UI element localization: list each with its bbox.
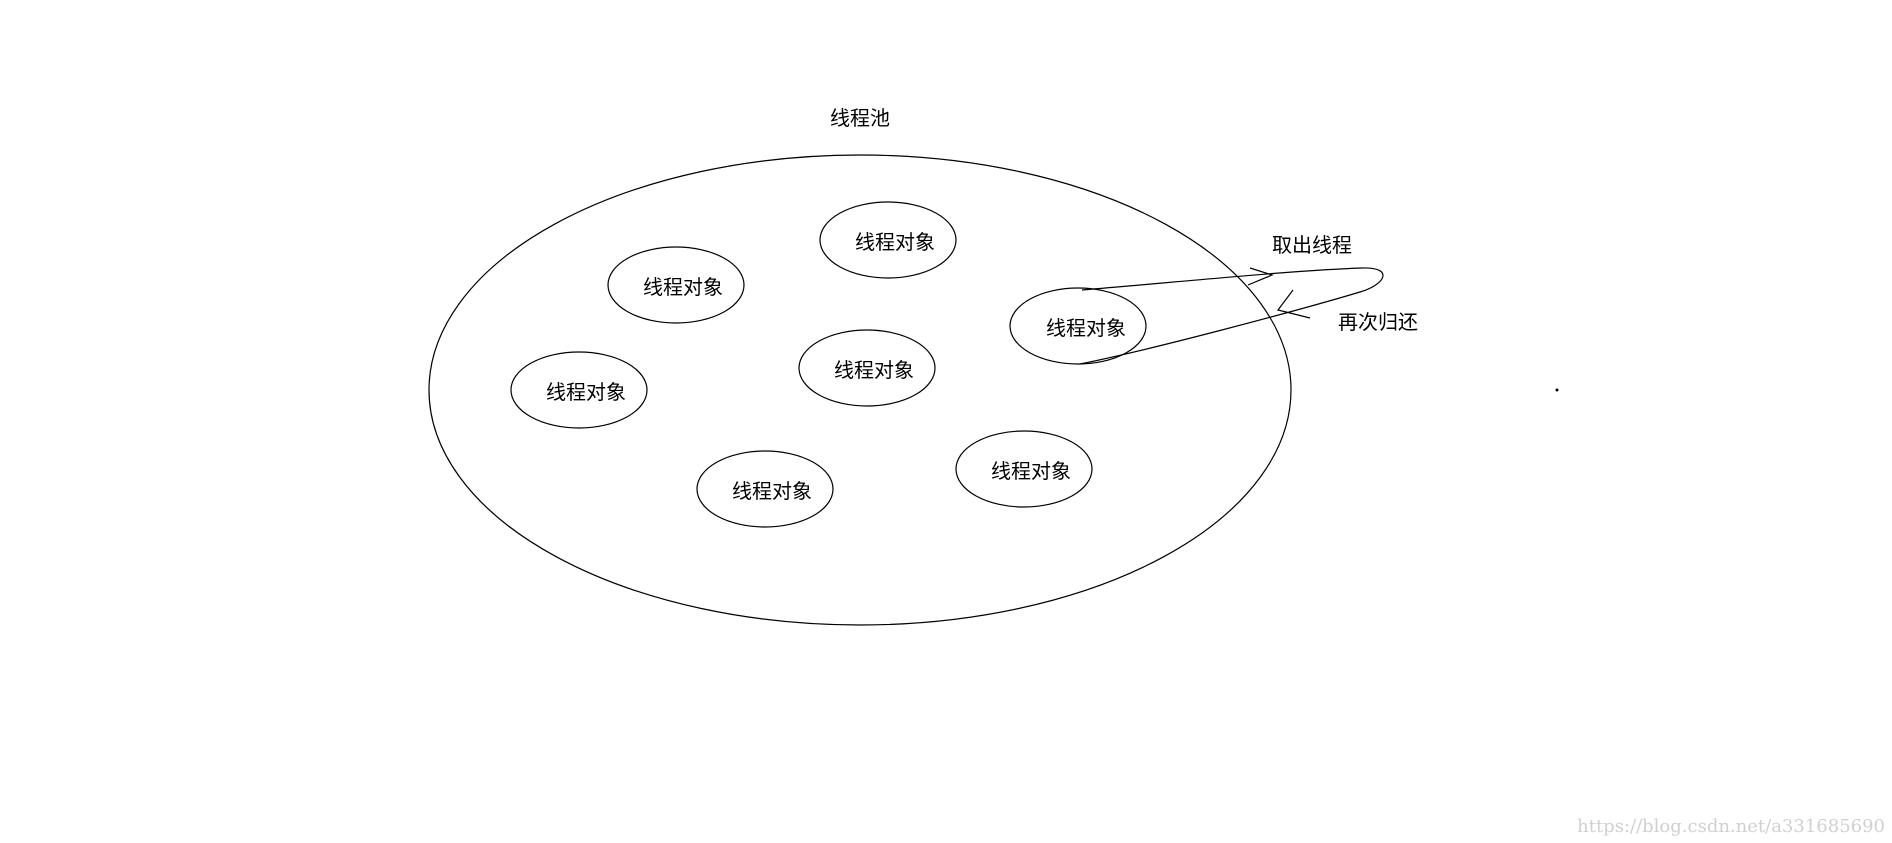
thread-object-2: 线程对象 [607,246,745,324]
stray-dot [1555,388,1559,392]
take-out-return-loop [1079,267,1384,365]
thread-object-active: 线程对象 [1009,287,1147,365]
thread-object-1: 线程对象 [819,201,957,279]
thread-object-6: 线程对象 [955,430,1093,508]
thread-object-3: 线程对象 [510,351,648,429]
thread-pool-ellipse [428,154,1292,626]
thread-object-label: 线程对象 [643,275,723,299]
thread-object-label: 线程对象 [732,479,812,503]
return-arrowhead-icon [1276,289,1311,319]
thread-object-label: 线程对象 [1046,316,1126,340]
thread-object-4: 线程对象 [798,329,936,407]
watermark-text: https://blog.csdn.net/a331685690 [1577,816,1885,837]
take-out-label: 取出线程 [1272,233,1352,257]
thread-object-label: 线程对象 [855,230,935,254]
thread-object-label: 线程对象 [991,459,1071,483]
thread-object-label: 线程对象 [834,358,914,382]
take-out-arrowhead-icon [1247,267,1274,286]
return-label: 再次归还 [1338,310,1418,334]
pool-title: 线程池 [830,106,890,130]
thread-object-label: 线程对象 [546,380,626,404]
thread-object-5: 线程对象 [696,450,834,528]
